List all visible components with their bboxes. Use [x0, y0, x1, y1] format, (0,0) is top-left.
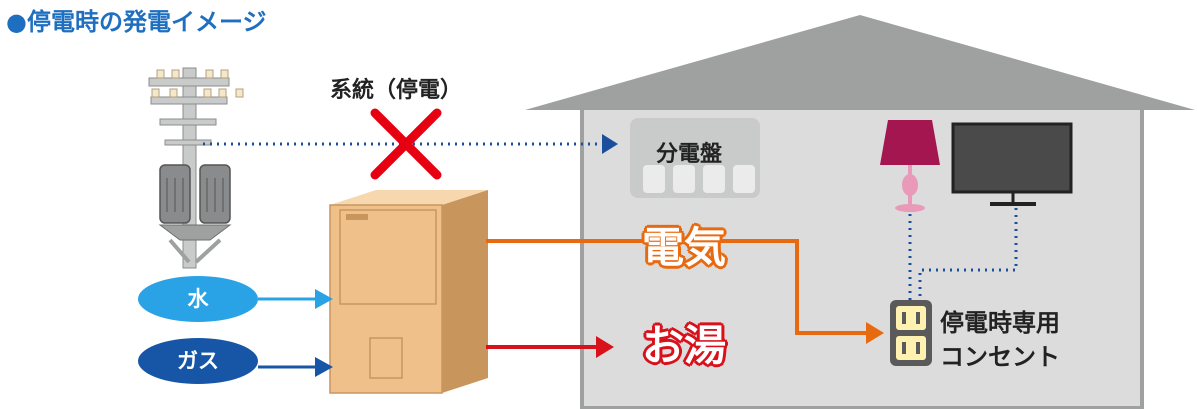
water-pill-shape	[138, 276, 258, 322]
gas-input-label: ガス	[177, 349, 219, 373]
grid-label: 系統（停電）	[330, 78, 463, 103]
electricity-line	[486, 239, 868, 335]
electricity-output-label: 電気	[641, 223, 726, 272]
grid-arrow-icon	[602, 134, 618, 154]
house	[525, 15, 1195, 409]
gas-pill-shape	[138, 338, 258, 384]
electricity-arrowhead-icon	[866, 322, 884, 344]
distribution-panel-label: 分電盤	[656, 142, 723, 167]
water-arrowhead-icon	[315, 289, 333, 309]
distribution-panel-icon	[630, 118, 760, 198]
hot-water-output-label: お湯	[641, 321, 726, 370]
cross-icon	[370, 108, 442, 180]
outlet-label-line1: 停電時専用	[940, 309, 1060, 337]
water-input-label: 水	[187, 287, 209, 311]
lamp-icon	[880, 120, 940, 212]
gas-arrowhead-icon	[315, 357, 333, 377]
utility-pole-icon	[148, 67, 244, 269]
outlet-label-line2: コンセント	[940, 343, 1060, 371]
hot-water-arrowhead-icon	[596, 336, 614, 358]
outlet-icon	[890, 300, 932, 366]
tv-icon	[951, 122, 1073, 206]
appliance-wires	[908, 208, 1018, 300]
page-title: ●停電時の発電イメージ	[6, 8, 267, 36]
fuel-cell-unit-icon	[329, 190, 488, 394]
